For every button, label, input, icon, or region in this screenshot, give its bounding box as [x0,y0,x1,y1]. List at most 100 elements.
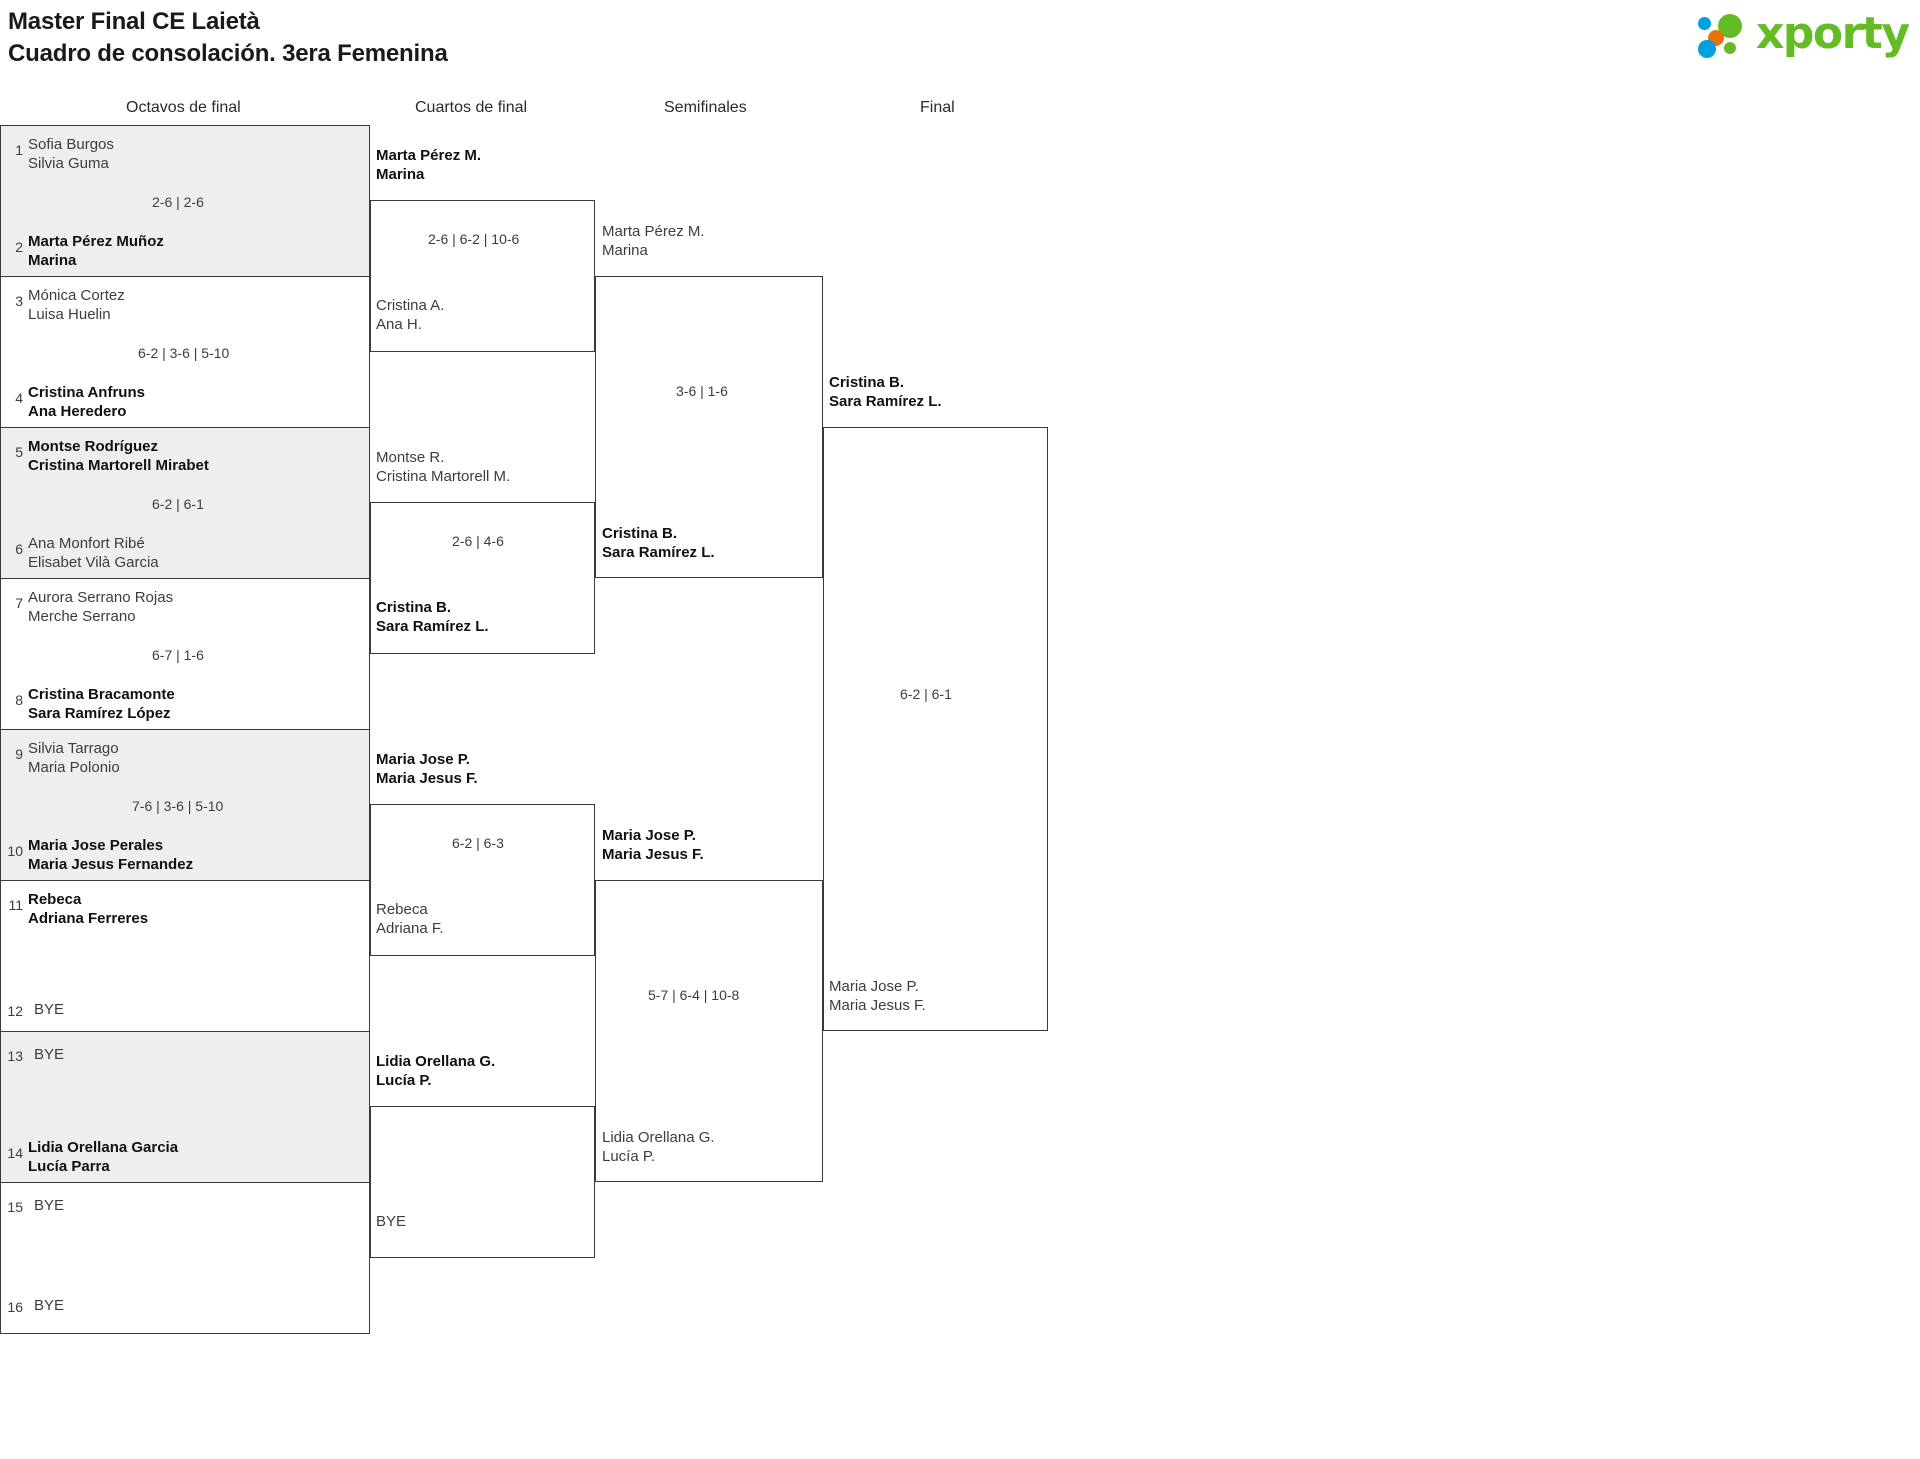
tournament-subtitle: Cuadro de consolación. 3era Femenina [8,40,448,67]
r16-team-name: Elisabet Vilà Garcia [28,554,159,571]
logo-dot-green-small [1724,42,1736,54]
r16-team-name: Maria Jesus Fernandez [28,856,194,873]
seed-number: 15 [7,1199,23,1215]
seed-number: 5 [15,444,23,460]
seed-number: 14 [7,1145,23,1161]
sf-score: 3-6 | 1-6 [676,383,728,399]
qf-match-box[interactable] [370,804,595,956]
seed-number: 12 [7,1003,23,1019]
r16-score: 2-6 | 2-6 [152,194,204,210]
r16-score: 6-7 | 1-6 [152,647,204,663]
logo-dot-blue-large [1698,40,1716,58]
r16-team-name: Montse Rodríguez [28,438,158,455]
sf-team-name: Lucía P. [602,1148,656,1165]
qf-team-name: Maria Jose P. [376,751,470,768]
r16-team-name: Marta Pérez Muñoz [28,233,164,250]
final-team-name: Sara Ramírez L. [829,393,942,410]
qf-team-name: Marta Pérez M. [376,147,482,164]
r16-team-name: Sofia Burgos [28,136,114,153]
r16-band-4 [1,1031,369,1183]
r16-team-name: Maria Polonio [28,759,120,776]
sf-match-box[interactable] [595,276,823,578]
final-team-name: Cristina B. [829,374,905,391]
seed-number: 3 [15,293,23,309]
qf-team-name: Lucía P. [376,1072,432,1089]
r16-band-3 [1,729,369,881]
r16-team-name: BYE [34,1197,65,1214]
r16-score: 6-2 | 6-1 [152,496,204,512]
qf-team-name: Ana H. [376,316,422,333]
qf-team-name: Lidia Orellana G. [376,1053,496,1070]
sf-team-name: Sara Ramírez L. [602,544,715,561]
final-match-box[interactable] [823,427,1048,1031]
seed-number: 11 [8,897,23,913]
r16-team-name: Merche Serrano [28,608,136,625]
qf-match-box[interactable] [370,502,595,654]
qf-team-name: Rebeca [376,901,428,918]
seed-number: 1 [15,142,23,158]
qf-team-name: Cristina A. [376,297,445,314]
seed-number: 2 [15,239,23,255]
qf-team-name: Sara Ramírez L. [376,618,489,635]
sf-team-name: Maria Jose P. [602,827,696,844]
r16-team-name: BYE [34,1046,65,1063]
logo-dot-blue-small [1698,17,1711,30]
qf-team-name: Montse R. [376,449,445,466]
round-header-octavos: Octavos de final [126,99,241,116]
r16-score: 7-6 | 3-6 | 5-10 [132,798,224,814]
seed-number: 9 [15,746,23,762]
r16-team-name: Cristina Martorell Mirabet [28,457,209,474]
r16-team-name: Sara Ramírez López [28,705,171,722]
qf-team-name: Marina [376,166,425,183]
qf-score: 6-2 | 6-3 [452,835,504,851]
r16-team-name: Maria Jose Perales [28,837,164,854]
r16-team-name: BYE [34,1297,65,1314]
sf-team-name: Marina [602,242,648,259]
sf-score: 5-7 | 6-4 | 10-8 [648,987,740,1003]
r16-team-name: Ana Heredero [28,403,127,420]
qf-score: 2-6 | 4-6 [452,533,504,549]
round-header-semifinales: Semifinales [664,99,747,116]
seed-number: 13 [7,1048,23,1064]
round-header-final: Final [920,99,955,116]
seed-number: 4 [15,390,23,406]
r16-team-name: Rebeca [28,891,82,908]
r16-team-name: Mónica Cortez [28,287,125,304]
r16-team-name: Adriana Ferreres [28,910,149,927]
final-score: 6-2 | 6-1 [900,686,952,702]
seed-number: 8 [15,692,23,708]
seed-number: 7 [15,595,23,611]
r16-team-name: Luisa Huelin [28,306,111,323]
page-header: Master Final CE Laietà Cuadro de consola… [0,0,1920,96]
r16-team-name: BYE [34,1001,65,1018]
tournament-title: Master Final CE Laietà [8,8,260,35]
sf-match-box[interactable] [595,880,823,1182]
seed-number: 10 [7,843,23,859]
qf-team-name: Maria Jesus F. [376,770,478,787]
r16-team-name: Lucía Parra [28,1158,110,1175]
r16-team-name: Aurora Serrano Rojas [28,589,174,606]
r16-match-box[interactable] [0,1182,370,1334]
seed-number: 16 [7,1299,23,1315]
xporty-logo: xporty [1698,8,1910,60]
r16-team-name: Silvia Guma [28,155,109,172]
qf-match-box[interactable] [370,1106,595,1258]
logo-dots-icon [1698,14,1754,58]
r16-team-name: Marina [28,252,77,269]
sf-team-name: Maria Jesus F. [602,846,704,863]
r16-score: 6-2 | 3-6 | 5-10 [138,345,230,361]
sf-team-name: Marta Pérez M. [602,223,705,240]
r16-team-name: Silvia Tarrago [28,740,119,757]
qf-match-box[interactable] [370,200,595,352]
title-block: Master Final CE Laietà Cuadro de consola… [8,6,448,70]
final-team-name: Maria Jose P. [829,978,919,995]
r16-team-name: Lidia Orellana Garcia [28,1139,179,1156]
sf-team-name: Lidia Orellana G. [602,1129,715,1146]
qf-team-name: BYE [376,1213,407,1230]
qf-team-name: Cristina B. [376,599,452,616]
seed-number: 6 [15,541,23,557]
final-team-name: Maria Jesus F. [829,997,926,1014]
r16-team-name: Ana Monfort Ribé [28,535,145,552]
r16-band-1 [1,125,369,277]
